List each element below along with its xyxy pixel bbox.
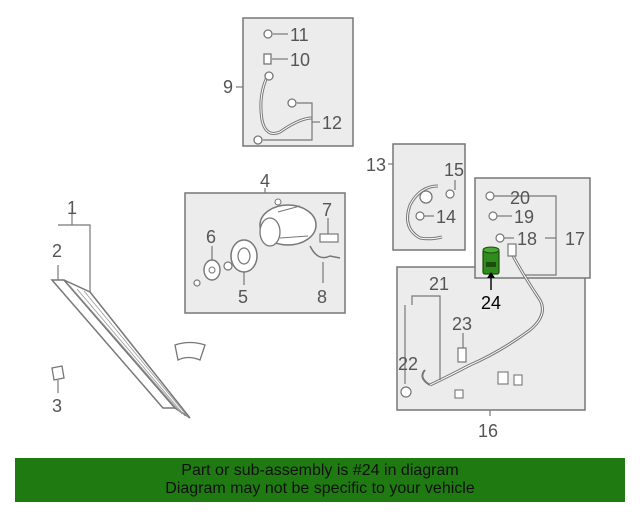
label-13: 13 — [366, 155, 386, 175]
label-20: 20 — [510, 188, 530, 208]
label-7: 7 — [322, 200, 332, 220]
o-ring-14 — [415, 211, 425, 221]
fitting-23 — [457, 347, 467, 363]
valve-10 — [263, 53, 272, 65]
label-10: 10 — [290, 50, 310, 70]
label-8: 8 — [317, 287, 327, 307]
label-3: 3 — [52, 396, 62, 416]
label-4: 4 — [260, 171, 270, 191]
o-ring-15 — [445, 189, 455, 199]
label-11: 11 — [290, 25, 309, 45]
info-banner: Part or sub-assembly is #24 in diagram D… — [15, 458, 625, 502]
wiring-8 — [309, 245, 341, 259]
label-12: 12 — [322, 113, 342, 133]
o-ring-12b — [253, 135, 263, 145]
label-24: 24 — [481, 293, 501, 313]
label-21: 21 — [429, 274, 449, 294]
label-22: 22 — [398, 354, 418, 374]
o-ring-19 — [488, 211, 498, 221]
label-17: 17 — [565, 229, 585, 249]
label-9: 9 — [223, 77, 233, 97]
label-5: 5 — [238, 287, 248, 307]
label-14: 14 — [436, 207, 456, 227]
box-hose-group — [242, 17, 354, 147]
bushing-3 — [51, 365, 65, 381]
label-1: 1 — [67, 198, 77, 218]
label-19: 19 — [514, 207, 534, 227]
banner-line-2: Diagram may not be specific to your vehi… — [165, 480, 475, 497]
o-ring-22 — [400, 386, 412, 398]
clutch-hub — [203, 259, 221, 281]
label-18: 18 — [517, 229, 537, 249]
label-16: 16 — [478, 421, 498, 441]
box-liquid-line-group — [396, 266, 586, 411]
o-ring-20 — [485, 191, 495, 201]
receiver-drier-part-24[interactable] — [482, 246, 500, 275]
parts-diagram: 11 10 9 12 4 6 7 5 8 1 2 3 13 15 14 20 1… — [50, 17, 591, 441]
label-2: 2 — [52, 241, 62, 261]
condenser — [50, 279, 206, 419]
label-6: 6 — [206, 227, 216, 247]
label-23: 23 — [452, 314, 472, 334]
banner-line-1: Part or sub-assembly is #24 in diagram — [181, 462, 459, 479]
o-ring-11 — [263, 29, 273, 39]
valve-7 — [319, 233, 339, 243]
label-15: 15 — [444, 160, 464, 180]
o-ring-12a — [287, 98, 297, 108]
o-ring-18 — [495, 233, 505, 243]
compressor — [259, 198, 317, 247]
clutch-pulley — [230, 239, 258, 273]
